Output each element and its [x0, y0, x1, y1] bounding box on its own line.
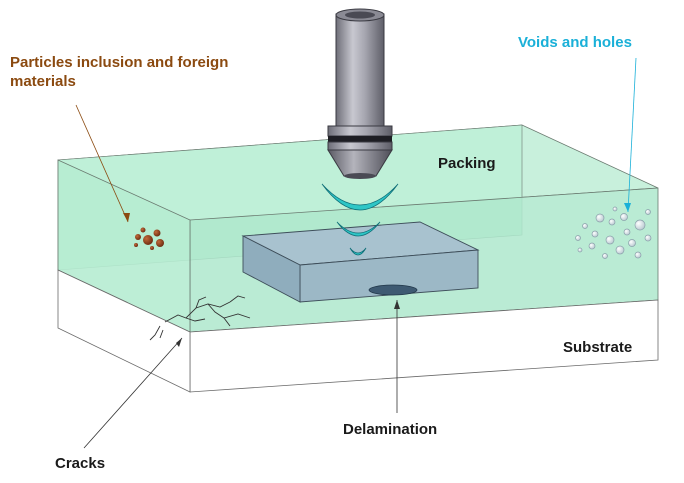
label-substrate: Substrate	[563, 339, 633, 356]
die-block	[241, 221, 480, 303]
label-particles-line2: materials	[10, 73, 76, 90]
ultrasound-wave-icon	[321, 183, 399, 256]
label-particles-line1: Particles inclusion and foreign	[10, 54, 229, 71]
substrate-left-face	[57, 269, 191, 393]
annotation-arrows	[75, 57, 637, 449]
label-delamination: Delamination	[343, 421, 438, 438]
ultrasonic-transducer-icon	[327, 8, 393, 179]
label-voids: Voids and holes	[518, 34, 632, 51]
label-packing: Packing	[438, 155, 496, 172]
label-cracks: Cracks	[55, 455, 106, 472]
delamination-spot	[368, 284, 418, 296]
label-particles: Particles inclusion and foreign material…	[10, 53, 228, 91]
crack-lines	[149, 295, 251, 341]
void-bubbles	[575, 206, 652, 259]
die-left-face	[242, 235, 301, 303]
substrate-block	[57, 269, 659, 393]
particle-cluster	[134, 227, 164, 250]
